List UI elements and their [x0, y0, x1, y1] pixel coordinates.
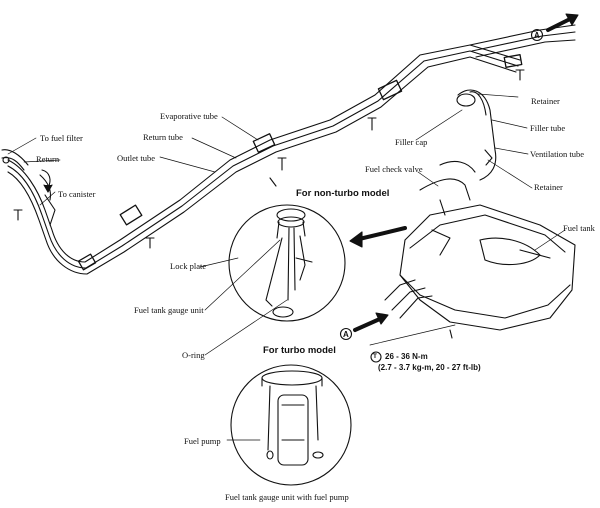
marker-a-bottom-arrow: [339, 312, 389, 341]
label-evaporative-tube: Evaporative tube: [160, 111, 218, 121]
label-return-left: Return: [36, 154, 60, 164]
label-gauge-unit-with-pump: Fuel tank gauge unit with fuel pump: [225, 492, 349, 502]
label-to-fuel-filter: To fuel filter: [40, 133, 83, 143]
leader-lines: [7, 93, 566, 441]
torque-symbol: T: [373, 353, 377, 360]
label-to-canister: To canister: [58, 189, 96, 199]
label-fuel-tank: Fuel tank: [563, 223, 595, 233]
label-fuel-pump: Fuel pump: [184, 436, 221, 446]
canister-arrowhead: [43, 184, 53, 193]
filler-tube: [456, 89, 497, 181]
torque-value-line1: 26 - 36 N-m: [385, 352, 428, 361]
non-turbo-title: For non-turbo model: [296, 188, 390, 199]
label-fuel-tank-gauge-unit: Fuel tank gauge unit: [134, 305, 204, 315]
inset-pointer-arrow: [353, 226, 407, 242]
tube-clips: [77, 54, 523, 271]
torque-symbol-circle: [370, 351, 382, 363]
label-filler-tube: Filler tube: [530, 123, 566, 133]
turbo-inset: [230, 364, 352, 486]
label-filler-cap: Filler cap: [395, 137, 428, 147]
label-fuel-check-valve: Fuel check valve: [365, 164, 423, 174]
fuel-tube-bundle: [7, 24, 576, 275]
mounting-bolts: [13, 69, 525, 249]
label-o-ring: O-ring: [182, 350, 205, 360]
marker-a-top: A: [534, 31, 540, 40]
label-retainer-bottom: Retainer: [534, 182, 563, 192]
marker-a-top-arrow: [530, 13, 579, 42]
non-turbo-inset: [228, 204, 346, 322]
label-retainer-top: Retainer: [531, 96, 560, 106]
label-lock-plate: Lock plate: [170, 261, 207, 271]
label-return-tube: Return tube: [143, 132, 183, 142]
tank-hoses: [384, 160, 476, 319]
marker-a-bottom: A: [343, 330, 349, 339]
label-outlet-tube: Outlet tube: [117, 153, 156, 163]
label-ventilation-tube: Ventilation tube: [530, 149, 585, 159]
torque-value-line2: (2.7 - 3.7 kg-m, 20 - 27 ft-lb): [378, 363, 481, 372]
inset-pointer-arrowhead: [349, 231, 363, 248]
turbo-title: For turbo model: [263, 345, 336, 356]
fuel-tank: [399, 204, 576, 339]
